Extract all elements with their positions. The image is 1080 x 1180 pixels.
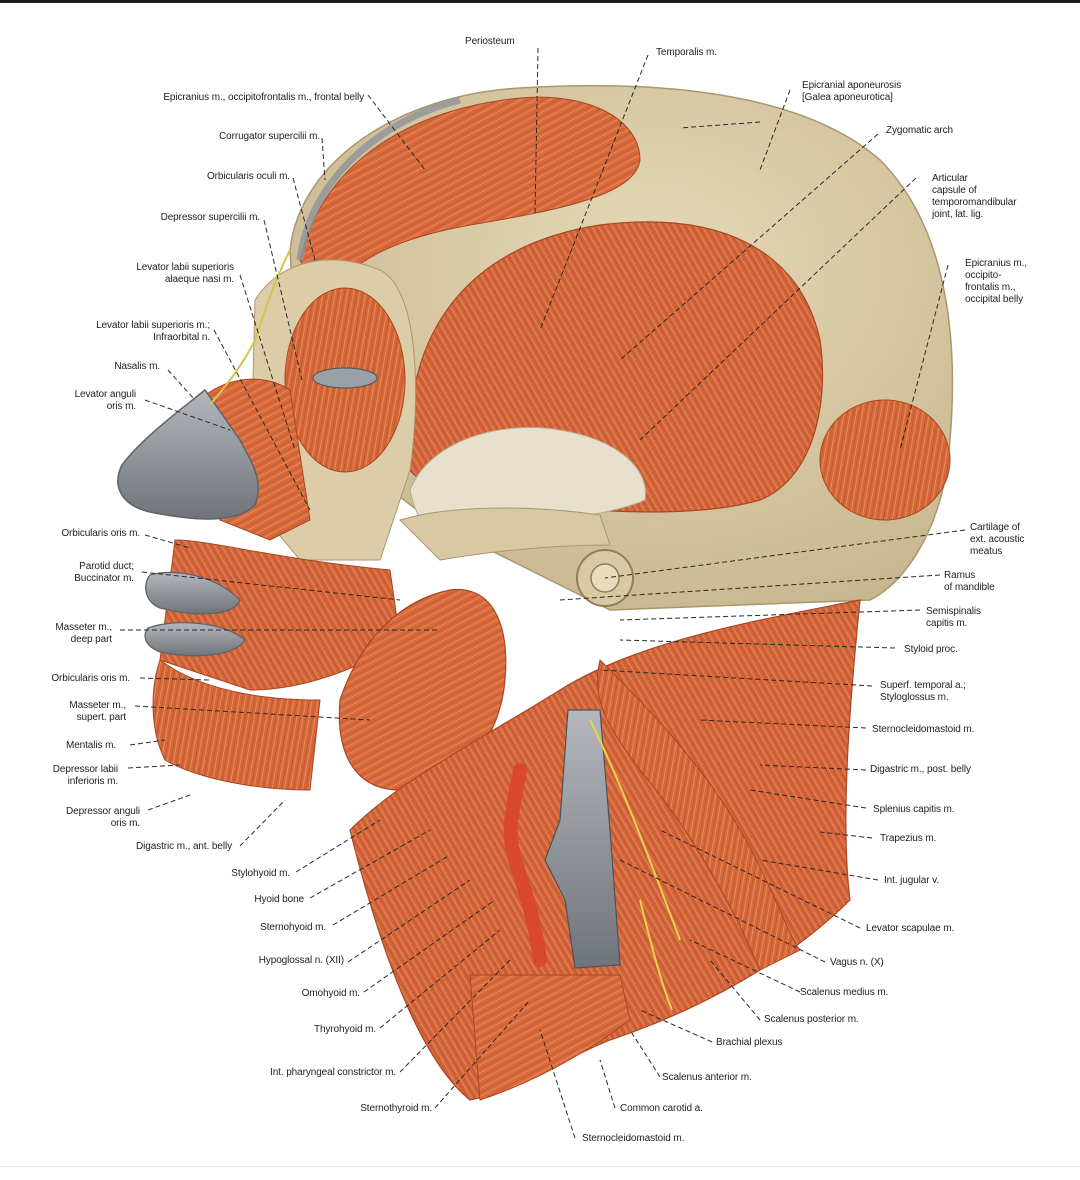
label-styloid: Styloid proc. xyxy=(904,644,958,655)
label-levator-anguli: Levator anguli oris m. xyxy=(74,389,137,412)
bottom-divider xyxy=(0,1166,1080,1167)
chin-muscles xyxy=(152,659,321,791)
label-brachial-plexus: Brachial plexus xyxy=(716,1037,783,1048)
label-trapezius: Trapezius m. xyxy=(880,833,937,844)
label-zygomatic-arch: Zygomatic arch xyxy=(886,125,953,136)
label-int-jugular: Int. jugular v. xyxy=(884,875,940,886)
upper-lip xyxy=(145,571,241,615)
label-masseter-deep: Masseter m., deep part xyxy=(55,622,112,645)
label-levator-labii-alaeque: Levator labii superioris alaeque nasi m. xyxy=(136,262,234,285)
label-parotid-duct: Parotid duct; Buccinator m. xyxy=(74,561,134,584)
lower-lip xyxy=(144,621,246,657)
nose xyxy=(117,388,260,520)
nerve xyxy=(589,719,681,941)
scalp-edge xyxy=(296,96,461,261)
label-ramus: Ramus of mandible xyxy=(944,570,995,593)
label-sternocleidomastoid-1: Sternocleidomastoid m. xyxy=(872,724,975,735)
label-omohyoid: Omohyoid m. xyxy=(301,988,360,999)
label-sternocleidomastoid-2: Sternocleidomastoid m. xyxy=(582,1133,685,1144)
label-scalenus-medius: Scalenus medius m. xyxy=(800,987,889,998)
label-scalenus-posterior: Scalenus posterior m. xyxy=(764,1014,859,1025)
label-scalenus-anterior: Scalenus anterior m. xyxy=(662,1072,752,1083)
label-articular-capsule: Articular capsule of temporomandibular j… xyxy=(932,173,1017,220)
label-hypoglossal: Hypoglossal n. (XII) xyxy=(258,955,344,966)
label-depressor-labii: Depressor labii inferioris m. xyxy=(52,764,118,787)
label-orbicularis-oris-2: Orbicularis oris m. xyxy=(51,673,130,684)
label-orbicularis-oris-1: Orbicularis oris m. xyxy=(61,528,140,539)
label-epicranius-frontal: Epicranius m., occipitofrontalis m., fro… xyxy=(163,92,364,103)
eye xyxy=(312,367,378,389)
label-cartilage-meatus: Cartilage of ext. acoustic meatus xyxy=(970,522,1025,557)
label-hyoid: Hyoid bone xyxy=(254,894,304,905)
label-stylohyoid: Stylohyoid m. xyxy=(231,868,290,879)
label-splenius: Splenius capitis m. xyxy=(873,804,955,815)
sternocleidomastoid-muscle xyxy=(596,659,801,971)
label-sternohyoid: Sternohyoid m. xyxy=(260,922,326,933)
label-levator-labii-sup: Levator labii superioris m.; Infraorbita… xyxy=(96,320,210,343)
label-depressor-supercilii: Depressor supercilii m. xyxy=(160,212,261,223)
label-common-carotid: Common carotid a. xyxy=(620,1103,703,1114)
label-orbicularis-oculi: Orbicularis oculi m. xyxy=(206,171,290,182)
leader-lines xyxy=(120,47,966,1139)
label-masseter-superf: Masseter m., supert. part xyxy=(69,700,126,723)
carotid-artery xyxy=(503,763,547,967)
label-nasalis: Nasalis m. xyxy=(114,361,160,372)
top-border xyxy=(0,0,1080,3)
label-int-pharyngeal: Int. pharyngeal constrictor m. xyxy=(270,1067,396,1078)
nerve xyxy=(639,899,673,1011)
label-periosteum: Periosteum xyxy=(465,36,515,47)
zygomatic-arch xyxy=(399,507,611,561)
label-epicranial-aponeurosis: Epicranial aponeurosis [Galea aponeuroti… xyxy=(802,80,901,103)
label-levator-scapulae: Levator scapulae m. xyxy=(866,923,955,934)
label-semispinalis: Semispinalis capitis m. xyxy=(926,606,981,629)
label-corrugator: Corrugator supercilii m. xyxy=(219,131,320,142)
occipital-belly-muscle xyxy=(819,399,951,521)
label-vagus: Vagus n. (X) xyxy=(830,957,884,968)
label-digastric-ant: Digastric m., ant. belly xyxy=(136,841,232,852)
label-temporalis: Temporalis m. xyxy=(656,47,717,58)
infrahyoid-muscles xyxy=(469,974,631,1101)
label-mentalis: Mentalis m. xyxy=(65,740,116,751)
label-epicranius-occipital: Epicranius m., occipito- frontalis m., o… xyxy=(965,258,1027,305)
label-superf-temporal: Superf. temporal a.; Styloglossus m. xyxy=(880,680,966,703)
label-depressor-anguli: Depressor anguli oris m. xyxy=(66,806,140,829)
label-thyrohyoid: Thyrohyoid m. xyxy=(313,1024,376,1035)
frontal-belly-muscle xyxy=(299,96,641,301)
masseter-muscle xyxy=(338,588,507,791)
label-digastric-post: Digastric m., post. belly xyxy=(870,764,971,775)
nerve xyxy=(209,249,291,406)
label-sternothyroid: Sternothyroid m. xyxy=(360,1103,432,1114)
